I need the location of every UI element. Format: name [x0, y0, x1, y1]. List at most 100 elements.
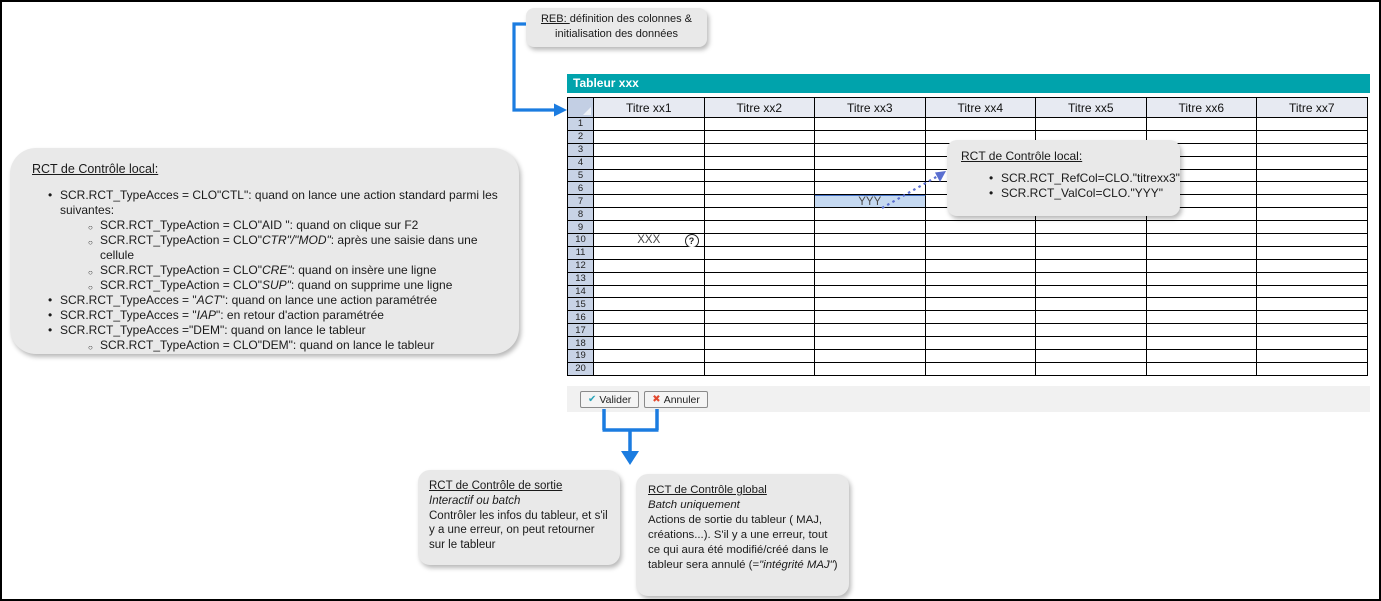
row-header-15[interactable]: 15 — [568, 298, 594, 312]
row-header-14[interactable]: 14 — [568, 285, 594, 299]
cell-r11-c6[interactable] — [1146, 246, 1257, 260]
cell-r20-c3[interactable] — [815, 362, 926, 376]
cell-r19-c6[interactable] — [1146, 350, 1257, 363]
cell-r9-c6[interactable] — [1146, 221, 1257, 235]
cell-r12-c1[interactable] — [594, 259, 705, 273]
cell-r16-c7[interactable] — [1257, 311, 1368, 325]
column-header-6[interactable]: Titre xx6 — [1146, 98, 1257, 118]
cell-r16-c2[interactable] — [704, 311, 815, 325]
cell-r6-c3[interactable] — [815, 182, 926, 196]
cell-r15-c6[interactable] — [1146, 298, 1257, 312]
cell-r11-c3[interactable] — [815, 246, 926, 260]
cell-r13-c3[interactable] — [815, 272, 926, 286]
column-header-4[interactable]: Titre xx4 — [925, 98, 1036, 118]
cell-r19-c3[interactable] — [815, 350, 926, 363]
cell-r14-c4[interactable] — [925, 285, 1036, 299]
cell-r20-c6[interactable] — [1146, 362, 1257, 376]
cell-r12-c3[interactable] — [815, 259, 926, 273]
cell-r4-c2[interactable] — [704, 156, 815, 170]
cell-r11-c1[interactable] — [594, 246, 705, 260]
cell-r9-c7[interactable] — [1257, 221, 1368, 235]
row-header-7[interactable]: 7 — [568, 195, 594, 209]
cell-r6-c2[interactable] — [704, 182, 815, 196]
cell-r2-c2[interactable] — [704, 130, 815, 144]
row-header-16[interactable]: 16 — [568, 311, 594, 325]
cell-r18-c5[interactable] — [1036, 337, 1147, 351]
cell-r15-c7[interactable] — [1257, 298, 1368, 312]
cell-r3-c3[interactable] — [815, 143, 926, 157]
row-header-20[interactable]: 20 — [568, 362, 594, 376]
cell-r9-c4[interactable] — [925, 221, 1036, 235]
cell-r17-c1[interactable] — [594, 324, 705, 338]
cell-r13-c6[interactable] — [1146, 272, 1257, 286]
cell-r4-c7[interactable] — [1257, 156, 1368, 170]
cell-r1-c1[interactable] — [594, 118, 705, 131]
cell-r14-c2[interactable] — [704, 285, 815, 299]
cell-r9-c5[interactable] — [1036, 221, 1147, 235]
cell-r6-c1[interactable] — [594, 182, 705, 196]
cell-r1-c5[interactable] — [1036, 118, 1147, 131]
column-header-5[interactable]: Titre xx5 — [1036, 98, 1147, 118]
cell-r13-c7[interactable] — [1257, 272, 1368, 286]
cell-r14-c3[interactable] — [815, 285, 926, 299]
cell-r1-c3[interactable] — [815, 118, 926, 131]
column-header-7[interactable]: Titre xx7 — [1257, 98, 1368, 118]
valider-button[interactable]: ✔Valider — [580, 391, 640, 408]
cell-r6-c7[interactable] — [1257, 182, 1368, 196]
cell-r15-c1[interactable] — [594, 298, 705, 312]
cell-r16-c5[interactable] — [1036, 311, 1147, 325]
cell-r15-c2[interactable] — [704, 298, 815, 312]
cell-r10-c5[interactable] — [1036, 234, 1147, 247]
cell-r13-c1[interactable] — [594, 272, 705, 286]
cell-r8-c2[interactable] — [704, 208, 815, 222]
cell-r16-c3[interactable] — [815, 311, 926, 325]
cell-r14-c7[interactable] — [1257, 285, 1368, 299]
cell-r4-c1[interactable] — [594, 156, 705, 170]
cell-r9-c1[interactable] — [594, 221, 705, 235]
cell-r19-c2[interactable] — [704, 350, 815, 363]
column-header-2[interactable]: Titre xx2 — [704, 98, 815, 118]
cell-r10-c1[interactable]: XXX? — [594, 234, 705, 249]
cell-r17-c5[interactable] — [1036, 324, 1147, 338]
cell-r10-c3[interactable] — [815, 234, 926, 247]
cell-r4-c3[interactable] — [815, 156, 926, 170]
cell-r12-c5[interactable] — [1036, 259, 1147, 273]
cell-r8-c3[interactable] — [815, 208, 926, 222]
row-header-10[interactable]: 10 — [568, 234, 594, 247]
cell-r14-c6[interactable] — [1146, 285, 1257, 299]
cell-r9-c2[interactable] — [704, 221, 815, 235]
cell-r17-c7[interactable] — [1257, 324, 1368, 338]
cell-r10-c6[interactable] — [1146, 234, 1257, 247]
cell-r7-c7[interactable] — [1257, 195, 1368, 209]
cell-r17-c6[interactable] — [1146, 324, 1257, 338]
row-header-11[interactable]: 11 — [568, 246, 594, 260]
row-header-3[interactable]: 3 — [568, 143, 594, 157]
cell-r1-c7[interactable] — [1257, 118, 1368, 131]
cell-r14-c1[interactable] — [594, 285, 705, 299]
cell-r13-c5[interactable] — [1036, 272, 1147, 286]
cell-r7-c1[interactable] — [594, 195, 705, 209]
select-all-corner[interactable] — [568, 98, 594, 118]
cell-r16-c6[interactable] — [1146, 311, 1257, 325]
row-header-13[interactable]: 13 — [568, 272, 594, 286]
cell-r10-c4[interactable] — [925, 234, 1036, 247]
cell-r19-c5[interactable] — [1036, 350, 1147, 363]
row-header-4[interactable]: 4 — [568, 156, 594, 170]
cell-r20-c5[interactable] — [1036, 362, 1147, 376]
cell-r5-c7[interactable] — [1257, 169, 1368, 183]
annuler-button[interactable]: ✖Annuler — [644, 391, 708, 408]
cell-r5-c3[interactable] — [815, 169, 926, 183]
cell-r15-c3[interactable] — [815, 298, 926, 312]
cell-r9-c3[interactable] — [815, 221, 926, 235]
cell-r1-c4[interactable] — [925, 118, 1036, 131]
cell-r2-c3[interactable] — [815, 130, 926, 144]
cell-r12-c4[interactable] — [925, 259, 1036, 273]
cell-r19-c1[interactable] — [594, 350, 705, 363]
cell-r20-c7[interactable] — [1257, 362, 1368, 376]
cell-r13-c2[interactable] — [704, 272, 815, 286]
row-header-18[interactable]: 18 — [568, 337, 594, 351]
cell-r1-c6[interactable] — [1146, 118, 1257, 131]
cell-r16-c1[interactable] — [594, 311, 705, 325]
cell-r12-c6[interactable] — [1146, 259, 1257, 273]
cell-r5-c2[interactable] — [704, 169, 815, 183]
